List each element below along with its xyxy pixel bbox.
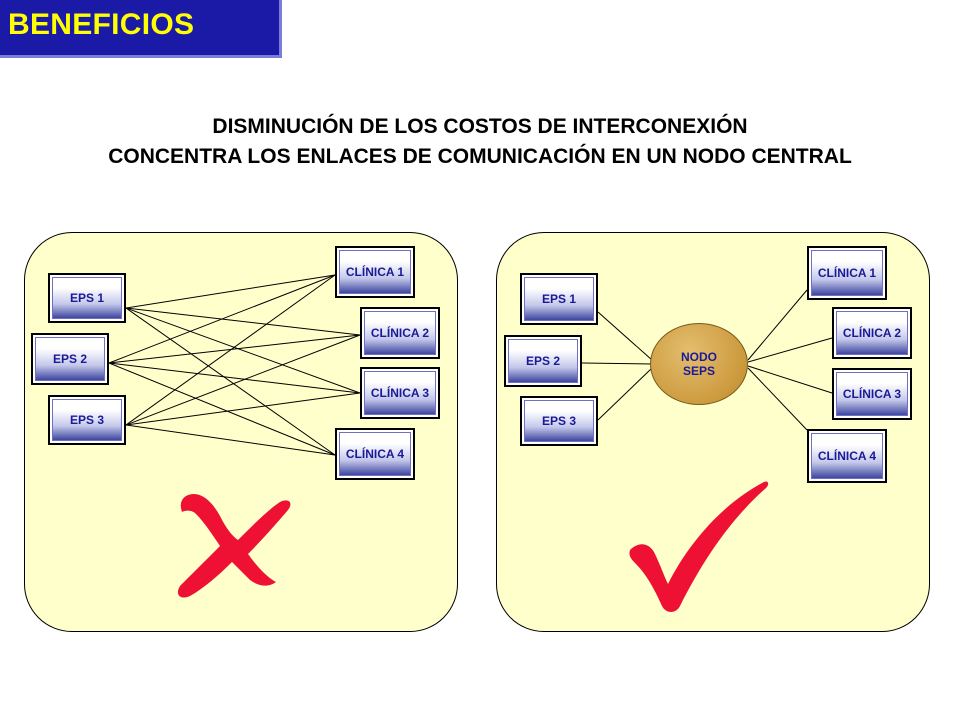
- heading-line-2: CONCENTRA LOS ENLACES DE COMUNICACIÓN EN…: [108, 145, 852, 168]
- eps2-box: EPS 2: [504, 335, 582, 387]
- central-node-line1: NODO: [681, 350, 717, 364]
- eps3-label: EPS 3: [524, 400, 594, 442]
- clinica4-box: CLÍNICA 4: [335, 428, 415, 480]
- central-node-line2: SEPS: [682, 364, 715, 378]
- clinica3-label: CLÍNICA 3: [364, 371, 436, 415]
- clinica1-box: CLÍNICA 1: [335, 246, 415, 298]
- clinica3-label: CLÍNICA 3: [836, 372, 908, 416]
- clinica1-label: CLÍNICA 1: [811, 250, 883, 296]
- eps1-box: EPS 1: [520, 273, 598, 325]
- badge-title: BENEFICIOS: [8, 8, 195, 41]
- clinica3-box: CLÍNICA 3: [360, 367, 440, 419]
- eps2-box: EPS 2: [31, 333, 109, 385]
- clinica4-label: CLÍNICA 4: [811, 433, 883, 479]
- eps3-box: EPS 3: [520, 396, 598, 446]
- cross-icon: [177, 494, 291, 598]
- title-badge: BENEFICIOS: [0, 0, 282, 58]
- clinica2-box: CLÍNICA 2: [360, 307, 440, 359]
- heading-line-1: DISMINUCIÓN DE LOS COSTOS DE INTERCONEXI…: [212, 115, 748, 138]
- clinica1-box: CLÍNICA 1: [807, 246, 887, 300]
- eps2-label: EPS 2: [508, 339, 578, 383]
- clinica4-label: CLÍNICA 4: [339, 432, 411, 476]
- eps1-label: EPS 1: [524, 277, 594, 321]
- central-node: NODO SEPS: [650, 323, 748, 405]
- clinica3-box: CLÍNICA 3: [832, 368, 912, 420]
- clinica4-box: CLÍNICA 4: [807, 429, 887, 483]
- checkmark-icon: [629, 481, 769, 612]
- clinica2-label: CLÍNICA 2: [364, 311, 436, 355]
- clinica2-box: CLÍNICA 2: [832, 307, 912, 359]
- clinica1-label: CLÍNICA 1: [339, 250, 411, 294]
- eps1-box: EPS 1: [48, 273, 126, 323]
- eps3-label: EPS 3: [52, 399, 122, 441]
- clinica2-label: CLÍNICA 2: [836, 311, 908, 355]
- eps3-box: EPS 3: [48, 395, 126, 445]
- eps1-label: EPS 1: [52, 277, 122, 319]
- eps2-label: EPS 2: [35, 337, 105, 381]
